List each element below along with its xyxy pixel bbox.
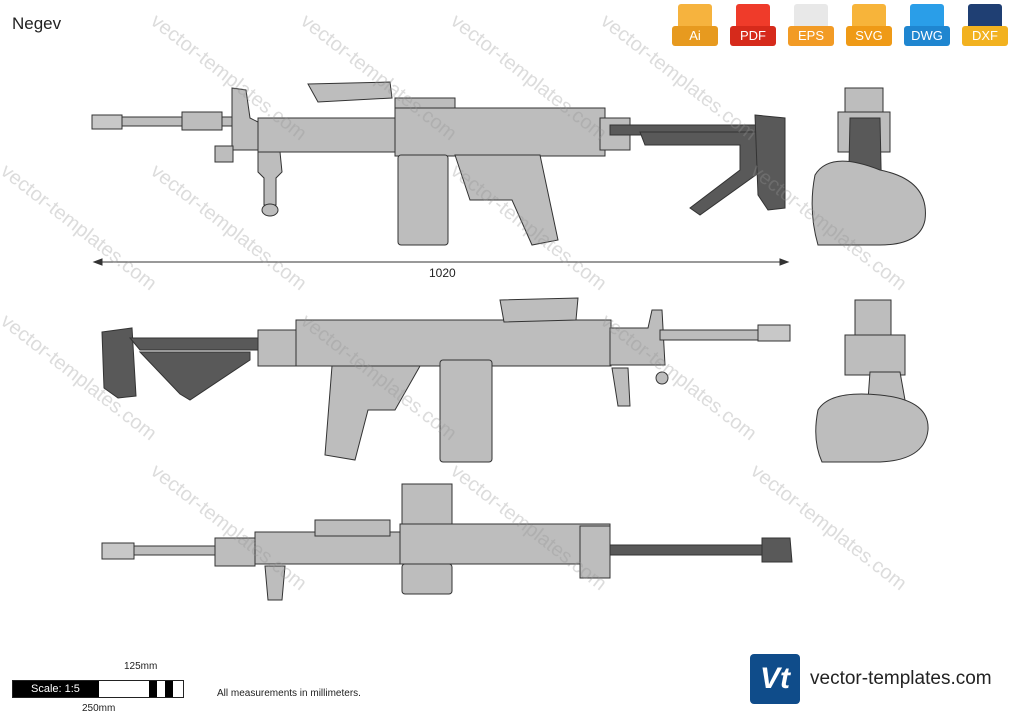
dwg-format-icon[interactable]: DWG (904, 4, 950, 50)
site-name: vector-templates.com (810, 668, 992, 689)
scale-label: Scale: 1:5 (13, 681, 99, 697)
eps-format-icon[interactable]: EPS (788, 4, 834, 50)
rear-view-top (811, 87, 926, 246)
site-logo[interactable]: Vt vector-templates.com (750, 654, 992, 704)
page-title: Negev (12, 14, 62, 33)
scale-bar: 125mm Scale: 1:5 250mm (12, 658, 212, 714)
side-view-left (91, 81, 786, 246)
side-view-right (101, 297, 791, 463)
pdf-format-icon[interactable]: PDF (730, 4, 776, 50)
rear-view-middle (815, 299, 929, 463)
top-view (101, 483, 793, 601)
svg-format-icon[interactable]: SVG (846, 4, 892, 50)
dimension-line (92, 258, 790, 266)
scale-dim-large: 250mm (82, 703, 116, 714)
scale-dim-small: 125mm (124, 661, 158, 672)
format-icons: Ai PDF EPS SVG DWG DXF (672, 4, 1008, 50)
dimension-length-label: 1020 (429, 266, 456, 280)
ai-format-icon[interactable]: Ai (672, 4, 718, 50)
logo-mark: Vt (750, 654, 800, 704)
dxf-format-icon[interactable]: DXF (962, 4, 1008, 50)
measurement-note: All measurements in millimeters. (217, 688, 361, 699)
